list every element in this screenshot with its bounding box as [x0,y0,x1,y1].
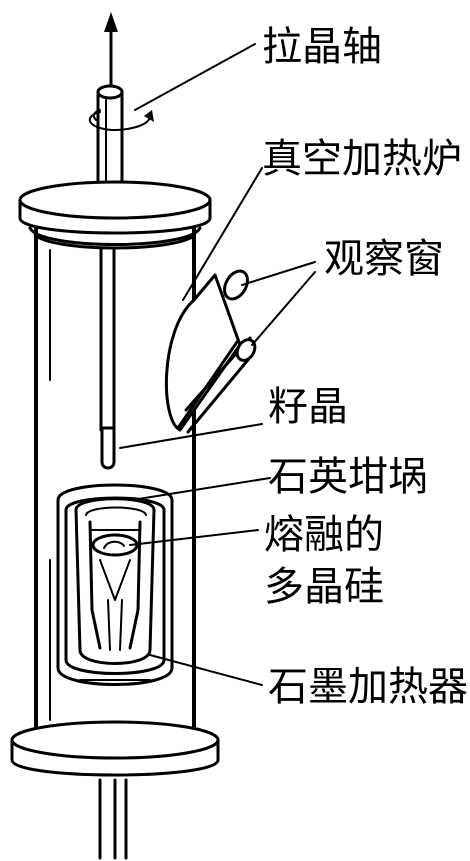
label-graphite-heater: 石墨加热器 [268,664,468,710]
label-molten-polysilicon-1: 熔融的 [264,512,384,558]
label-seed-crystal: 籽晶 [268,384,348,430]
bottom-flange [10,720,220,777]
seed-crystal [100,426,116,470]
label-pull-shaft: 拉晶轴 [262,24,382,70]
pull-direction-arrow [104,12,118,90]
top-flange [18,180,212,246]
seed-holder-rod [99,248,116,432]
bottom-support-shaft [98,778,128,860]
leader-lines [119,43,316,686]
label-quartz-crucible: 石英坩埚 [268,454,428,500]
label-molten-polysilicon-2: 多晶硅 [264,564,384,610]
label-vacuum-furnace: 真空加热炉 [262,136,462,182]
label-observation-window: 观察窗 [324,236,444,282]
observation-window-ports [164,269,257,434]
quartz-crucible [74,497,156,665]
